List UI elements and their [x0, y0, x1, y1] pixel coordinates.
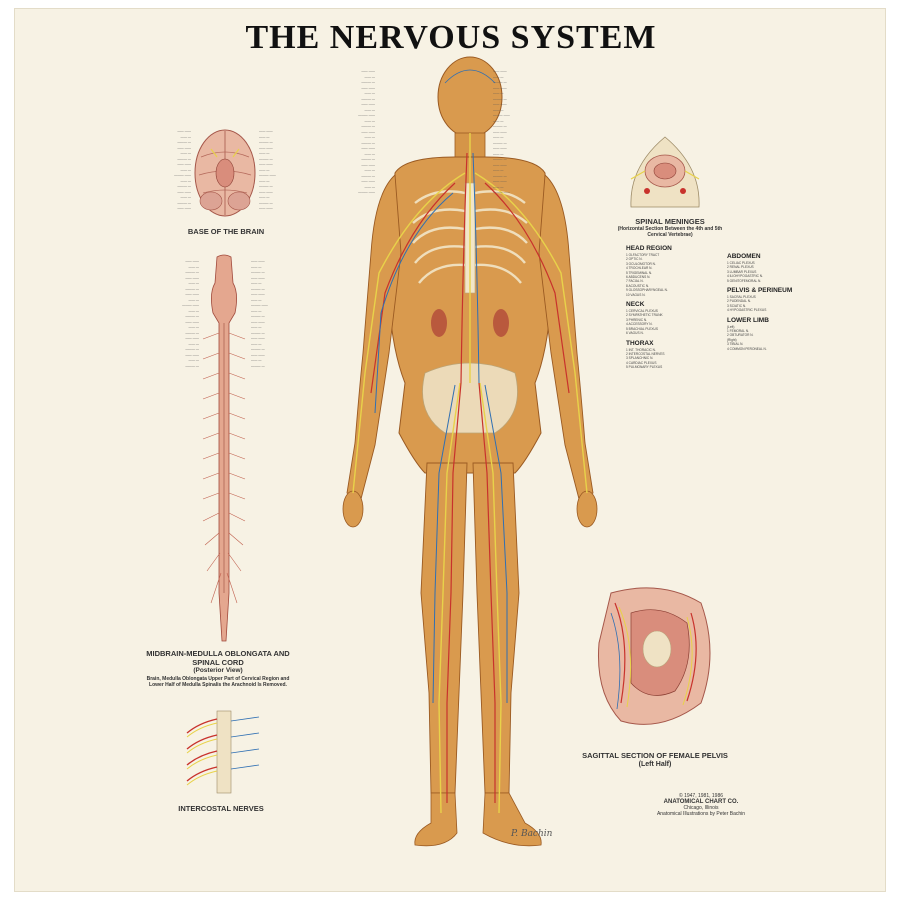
- legend-neck: NECK 1 CERVICAL PLEXUS 2 SYMPATHETIC TRU…: [626, 297, 726, 335]
- legend-item: 3 SPLANCHNIC N.: [626, 356, 654, 361]
- legend-item: 5 TRIGEMINAL N.: [626, 270, 653, 275]
- base-of-brain-illustration: [194, 129, 256, 217]
- legend-heading: ABDOMEN: [727, 253, 761, 260]
- artist-signature: P. Bachin: [511, 829, 553, 839]
- brain-labels-left: —— ———— ———— ——— ———— ———— ——— ———— ————…: [174, 129, 191, 210]
- spinal-meninges-illustration: [630, 136, 700, 208]
- index-legend: HEAD REGION 1 OLFACTORY TRACT 2 OPTIC N.…: [626, 241, 726, 370]
- legend-item: 10 VAGUS N.: [626, 292, 646, 297]
- legend-item: 3 LUMBAR PLEXUS: [727, 269, 757, 274]
- legend-item: (Right): [727, 337, 737, 342]
- index-legend-right: ABDOMEN 1 CELIAC PLEXUS 2 RENAL PLEXUS 3…: [727, 249, 807, 351]
- full-body-nervous-system-illustration: [342, 56, 598, 847]
- legend-item: 6 VAGUS N.: [626, 331, 644, 336]
- legend-item: 2 RENAL PLEXUS: [727, 265, 754, 270]
- intercostal-nerves-illustration: [186, 710, 260, 794]
- legend-thorax: THORAX 1 INT. THORACIC N. 2 INTERCOSTAL …: [626, 336, 726, 370]
- legend-item: 2 SYMPATHETIC TRUNK: [626, 313, 663, 318]
- spinal-cord-illustration: [202, 254, 246, 642]
- pelvis-subcaption: (Left Half): [638, 761, 672, 768]
- legend-heading: THORAX: [626, 339, 654, 347]
- spinal-labels-right: —— ———— ———— ——— ———— ———— ——— ———— ————…: [251, 259, 268, 368]
- copyright-block: © 1947, 1981, 1986 ANATOMICAL CHART CO. …: [656, 793, 746, 817]
- legend-item: 1 INT. THORACIC N.: [626, 347, 656, 352]
- body-labels-right: —— ———— ———— ——— ———— ———— ——— ———— ————…: [493, 69, 510, 194]
- legend-head-region: HEAD REGION 1 OLFACTORY TRACT 2 OPTIC N.…: [626, 241, 726, 297]
- female-pelvis-section-illustration: [598, 587, 711, 725]
- spinal-cord-note: Brain, Medulla Oblongata Upper Part of C…: [146, 676, 290, 688]
- legend-item: 1 OLFACTORY TRACT: [626, 253, 660, 257]
- poster-title: THE NERVOUS SYSTEM: [245, 19, 657, 56]
- legend-item: 5 PULMONARY PLEXUS: [626, 365, 663, 370]
- legend-item: 4 ACCESSORY N.: [626, 322, 653, 327]
- legend-item: 3 PHRENIC N.: [626, 317, 648, 322]
- legend-item: 3 OCULOMOTOR N.: [626, 261, 656, 266]
- legend-heading: NECK: [626, 301, 645, 309]
- legend-item: 4 COMMON PERONEAL N.: [727, 346, 767, 351]
- legend-item: 1 CERVICAL PLEXUS: [626, 309, 658, 314]
- legend-item: 5 GENITOFEMORAL N.: [727, 278, 762, 283]
- legend-item: 2 OBTURATOR N.: [727, 333, 754, 338]
- spinal-meninges-sub: (Horizontal Section Between the 4th and …: [617, 226, 723, 238]
- brain-labels-right: —— ———— ———— ——— ———— ———— ——— ———— ————…: [259, 129, 276, 210]
- copyright-line: © 1947, 1981, 1986: [679, 793, 723, 799]
- legend-abdomen: ABDOMEN 1 CELIAC PLEXUS 2 RENAL PLEXUS 3…: [727, 249, 807, 283]
- legend-item: 4 CARDIAC PLEXUS: [626, 360, 657, 365]
- legend-heading: HEAD REGION: [626, 245, 672, 252]
- publisher-city: Chicago, Illinois: [683, 805, 719, 811]
- legend-item: 5 BRACHIAL PLEXUS: [626, 326, 658, 331]
- legend-item: 1 CELIAC PLEXUS: [727, 261, 755, 265]
- publisher-name: ANATOMICAL CHART CO.: [663, 799, 739, 805]
- legend-item: 4 TROCHLEAR N.: [626, 266, 653, 271]
- legend-heading: LOWER LIMB: [727, 316, 769, 324]
- legend-lower-limb: LOWER LIMB (Left) 1 FEMORAL N. 2 OBTURAT…: [727, 313, 807, 351]
- legend-item: 6 ABDUCENS N.: [626, 275, 651, 280]
- legend-item: 8 ACOUSTIC N.: [626, 283, 650, 288]
- legend-item: 1 SACRAL PLEXUS: [727, 295, 756, 300]
- spinal-meninges-caption: SPINAL MENINGES: [635, 217, 705, 226]
- legend-item: 2 OPTIC N.: [626, 257, 643, 262]
- base-of-brain-caption: BASE OF THE BRAIN: [187, 227, 265, 236]
- legend-item: 3 TIBIAL N.: [727, 342, 744, 347]
- spinal-labels-left: —— ———— ———— ——— ———— ———— ——— ———— ————…: [182, 259, 199, 368]
- body-labels-left: —— ———— ———— ——— ———— ———— ——— ———— ————…: [358, 69, 375, 194]
- legend-item: 2 INTERCOSTAL NERVES: [626, 351, 665, 356]
- legend-pelvis: PELVIS & PERINEUM 1 SACRAL PLEXUS 2 PUDE…: [727, 283, 807, 313]
- legend-item: 1 FEMORAL N.: [727, 329, 750, 334]
- legend-item: 7 FACIAL N.: [626, 279, 644, 284]
- legend-item: 4 HYPOGASTRIC PLEXUS: [727, 308, 767, 313]
- legend-heading: PELVIS & PERINEUM: [727, 287, 793, 295]
- legend-item: (Left): [727, 324, 735, 329]
- anatomy-poster: THE NERVOUS SYSTEM BASE OF THE BRAIN —— …: [14, 8, 886, 892]
- spinal-cord-view: (Posterior View): [193, 667, 243, 674]
- pelvis-caption: SAGITTAL SECTION OF FEMALE PELVIS: [582, 751, 728, 760]
- legend-item: 4 ILIOHYPOGASTRIC N.: [727, 274, 763, 279]
- legend-item: 2 PUDENDAL N.: [727, 299, 751, 304]
- spinal-cord-caption: MIDBRAIN-MEDULLA OBLONGATA AND SPINAL CO…: [146, 649, 290, 667]
- legend-item: 9 GLOSSOPHARYNGEAL N.: [626, 288, 668, 293]
- illustrator-credit: Anatomical Illustrations by Peter Bachin: [656, 811, 746, 817]
- intercostal-caption: INTERCOSTAL NERVES: [178, 804, 264, 813]
- legend-item: 3 SCIATIC N.: [727, 303, 747, 308]
